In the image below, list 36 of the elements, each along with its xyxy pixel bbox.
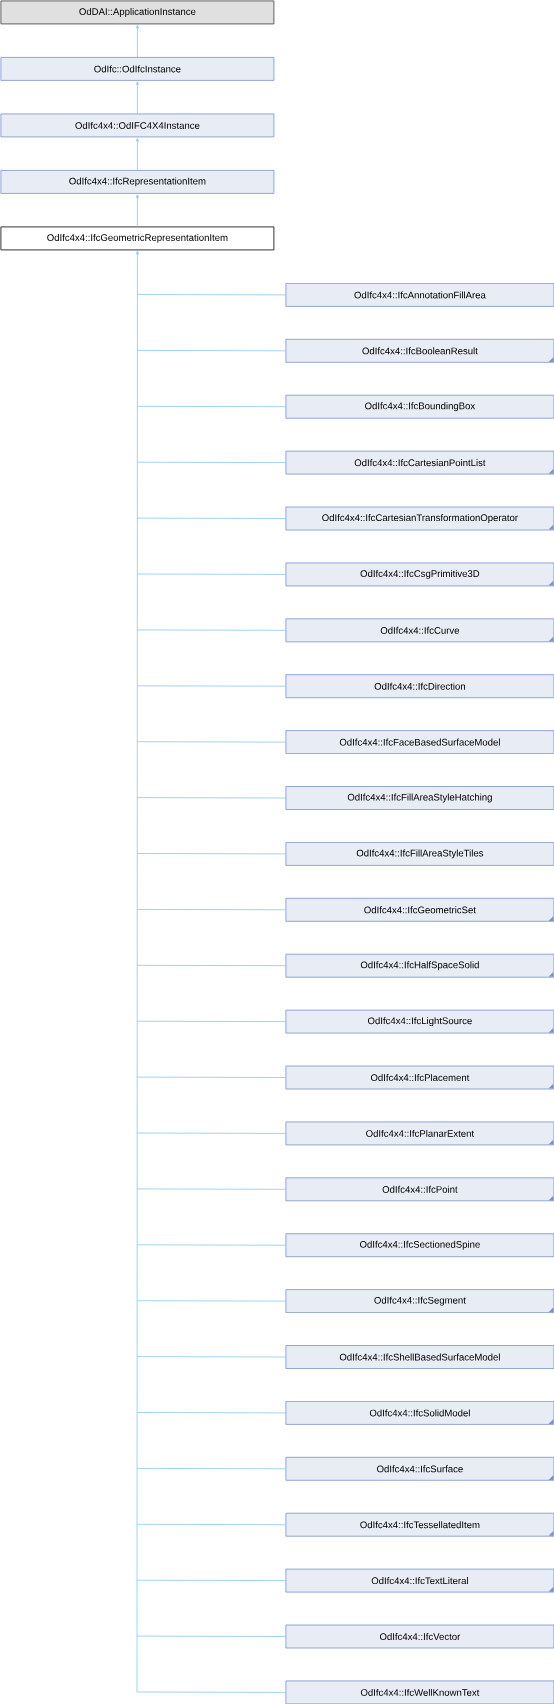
class-box: OdIfc4x4::IfcSectionedSpine: [285, 1233, 554, 1258]
class-box: OdIfc4x4::IfcFillAreaStyleTiles: [285, 842, 554, 866]
class-box: OdIfc4x4::IfcWellKnownText: [285, 1680, 554, 1704]
class-box: OdIfc4x4::OdIFC4X4Instance: [0, 113, 275, 138]
class-box: OdIfc4x4::IfcHalfSpaceSolid: [285, 953, 554, 978]
class-box: OdIfc4x4::IfcSolidModel: [285, 1401, 554, 1425]
class-box: OdIfc4x4::IfcShellBasedSurfaceModel: [285, 1345, 554, 1369]
arrow: [135, 194, 139, 227]
class-box: OdIfc4x4::IfcAnnotationFillArea: [285, 283, 554, 307]
class-box: OdIfc4x4::IfcPoint: [285, 1177, 554, 1202]
class-box: OdIfc4x4::IfcCartesianPointList: [285, 450, 554, 475]
class-box: OdIfc4x4::IfcSurface: [285, 1456, 554, 1481]
class-box: OdIfc4x4::IfcTextLiteral: [285, 1568, 554, 1593]
class-box: OdIfc::OdIfcInstance: [0, 57, 275, 81]
arrow: [135, 81, 139, 114]
class-box: OdIfc4x4::IfcRepresentationItem: [0, 170, 275, 194]
class-box: OdIfc4x4::IfcCsgPrimitive3D: [285, 562, 554, 587]
class-box: OdIfc4x4::IfcLightSource: [285, 1009, 554, 1034]
arrow: [135, 138, 139, 171]
arrow: [135, 25, 139, 58]
class-box: OdIfc4x4::IfcTessellatedItem: [285, 1512, 554, 1537]
class-box: OdIfc4x4::IfcFillAreaStyleHatching: [285, 786, 554, 810]
class-box: OdIfc4x4::IfcPlacement: [285, 1065, 554, 1090]
arrow: [135, 251, 286, 1693]
class-box: OdIfc4x4::IfcCurve: [285, 618, 554, 643]
class-box: OdIfc4x4::IfcPlanarExtent: [285, 1121, 554, 1146]
class-box: OdIfc4x4::IfcFaceBasedSurfaceModel: [285, 730, 554, 754]
class-box: OdIfc4x4::IfcVector: [285, 1624, 554, 1649]
base-class-box: OdDAI::ApplicationInstance: [0, 0, 275, 25]
class-box: OdIfc4x4::IfcGeometricSet: [285, 897, 554, 922]
class-box: OdIfc4x4::IfcCartesianTransformationOperator: [285, 506, 554, 531]
class-box: OdIfc4x4::IfcDirection: [285, 674, 554, 699]
current-class-box: OdIfc4x4::IfcGeometricRepresentationItem: [0, 226, 275, 251]
class-box: OdIfc4x4::IfcSegment: [285, 1289, 554, 1313]
class-box: OdIfc4x4::IfcBooleanResult: [285, 338, 554, 363]
class-box: OdIfc4x4::IfcBoundingBox: [285, 394, 554, 419]
